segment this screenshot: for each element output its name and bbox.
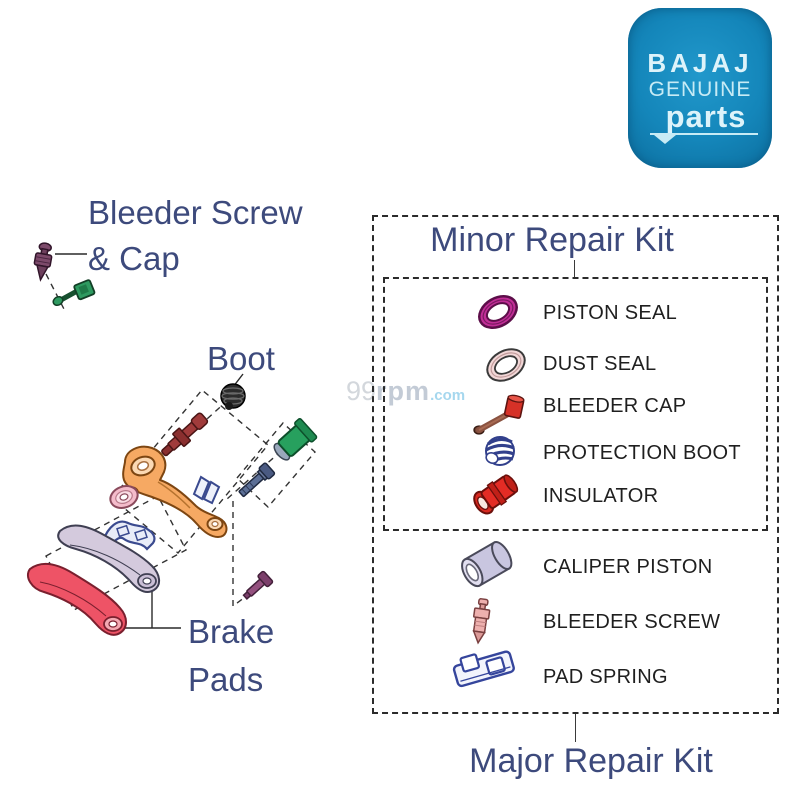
major-repair-kit-title: Major Repair Kit xyxy=(469,742,713,780)
minor-kit-connector-line xyxy=(574,260,575,277)
protection-boot-icon xyxy=(485,436,515,466)
insulator-part-diagram xyxy=(273,418,318,461)
mounting-bolt-part xyxy=(238,462,276,498)
watermark-99: 99 xyxy=(346,376,377,406)
brake-pads-label-line1: Brake xyxy=(188,613,275,650)
bleeder-screw-part xyxy=(33,242,53,282)
piston-seal-label: PISTON SEAL xyxy=(543,302,678,324)
brake-caliper-exploded-diagram xyxy=(26,242,318,636)
brake-pad-top-part xyxy=(57,524,160,593)
bajaj-logo-parts: parts xyxy=(665,99,747,134)
watermark-com: .com xyxy=(430,387,466,404)
caliper-piston-icon xyxy=(461,541,513,588)
bleeder-cap-part xyxy=(52,279,96,307)
dust-seal-label: DUST SEAL xyxy=(543,353,657,375)
major-kit-connector-line xyxy=(575,714,576,742)
bleeder-screw-icon xyxy=(472,598,491,645)
bleeder-cap-icon xyxy=(473,394,525,435)
pad-bolt-part xyxy=(242,570,274,601)
bleeder-screw-label: BLEEDER SCREW xyxy=(543,611,721,633)
bleeder-label-line1: Bleeder Screw xyxy=(88,194,303,231)
bajaj-logo-brand: BAJAJ xyxy=(647,48,753,78)
caliper-piston-label: CALIPER PISTON xyxy=(543,556,713,578)
dust-seal-icon xyxy=(486,348,526,382)
insulator-icon xyxy=(473,474,519,515)
guide-bolt-part xyxy=(161,412,209,457)
retainer-clip-part xyxy=(192,475,221,505)
minor-repair-kit-box xyxy=(383,277,768,531)
minor-repair-kit-title: Minor Repair Kit xyxy=(430,221,674,259)
brake-pad-bottom-part xyxy=(26,562,127,636)
brake-pads-label: Brake Pads xyxy=(188,608,274,704)
major-repair-kit-box xyxy=(372,215,779,714)
pad-spring-icon xyxy=(452,650,515,688)
piston-seal-icon xyxy=(478,295,518,329)
bleeder-cap-label: BLEEDER CAP xyxy=(543,395,687,417)
boot-label: Boot xyxy=(207,340,275,377)
bajaj-logo: BAJAJ GENUINE parts xyxy=(628,8,772,168)
boot-part xyxy=(220,383,246,410)
brake-pads-label-line2: Pads xyxy=(188,661,264,698)
bajaj-logo-chevron-icon xyxy=(654,135,676,144)
bajaj-logo-underline xyxy=(650,133,758,135)
pad-spring-part-diagram xyxy=(101,520,156,551)
pad-spring-label: PAD SPRING xyxy=(543,666,668,688)
insulator-label: INSULATOR xyxy=(543,485,659,507)
protection-boot-label: PROTECTION BOOT xyxy=(543,442,741,464)
washer-part xyxy=(109,485,139,509)
bajaj-logo-genuine: GENUINE xyxy=(648,78,752,101)
bleeder-label-line2: & Cap xyxy=(88,240,180,277)
bleeder-screw-cap-label: Bleeder Screw & Cap xyxy=(88,190,303,282)
